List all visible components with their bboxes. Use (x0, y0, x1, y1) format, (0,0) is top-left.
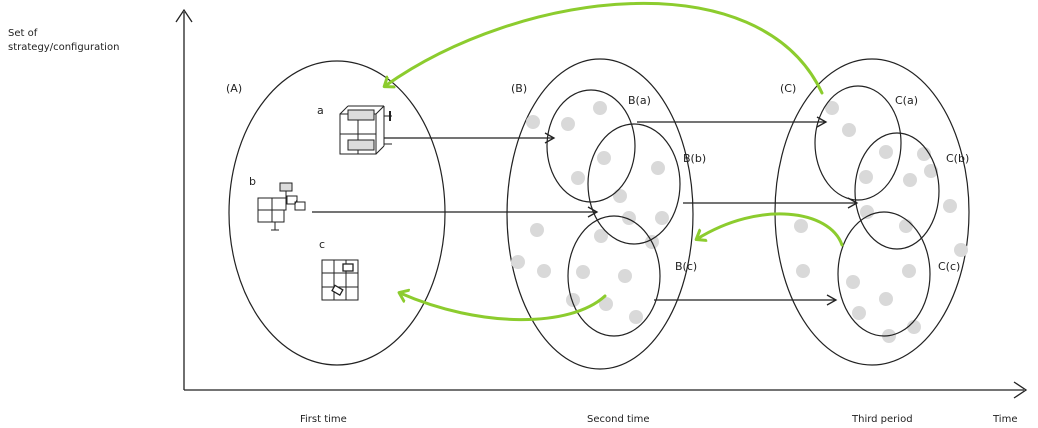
feedback-arrows (385, 2, 844, 322)
set-c-ellipse (774, 58, 970, 366)
y-axis-label-line2: strategy/configuration (8, 42, 119, 53)
population-dot (526, 115, 540, 129)
population-dot (907, 320, 921, 334)
feedback-arrow-c-to-a (385, 2, 824, 95)
set-a-label: (A) (226, 82, 242, 95)
set-c-label: (C) (780, 82, 796, 95)
axes (175, 8, 1028, 399)
population-dot (593, 101, 607, 115)
item-a-label: a (317, 104, 324, 117)
population-dot (594, 229, 608, 243)
population-dot (618, 269, 632, 283)
population-dot (852, 306, 866, 320)
subset-c-c-ellipse (837, 211, 931, 337)
population-dot (902, 264, 916, 278)
population-dot (561, 117, 575, 131)
configuration-c-icon (321, 259, 359, 301)
population-dot (879, 145, 893, 159)
transition-arrows (312, 116, 859, 306)
population-dot (597, 151, 611, 165)
population-dot (954, 243, 968, 257)
subset-b-a-label: B(a) (628, 94, 651, 107)
population-dot (860, 205, 874, 219)
population-dot (879, 292, 893, 306)
population-dot (903, 173, 917, 187)
subset-c-c-label: C(c) (938, 260, 960, 273)
population-dot (629, 310, 643, 324)
subset-b-a-ellipse (546, 89, 636, 203)
set-b-ellipse (506, 58, 694, 370)
population-dot (566, 293, 580, 307)
y-axis-label-line1: Set of (8, 28, 38, 39)
y-axis-arrowhead (175, 8, 193, 23)
population-dot (571, 171, 585, 185)
population-dot (842, 123, 856, 137)
subset-b-b-label: B(b) (683, 152, 706, 165)
population-dot (511, 255, 525, 269)
configuration-a-icon (339, 105, 392, 155)
x-axis-arrowhead (1013, 381, 1028, 399)
population-dot (651, 161, 665, 175)
subset-b-c-label: B(c) (675, 260, 697, 273)
population-dot (599, 297, 613, 311)
subset-b-c-ellipse (567, 215, 661, 337)
time-label-second: Second time (587, 414, 650, 425)
population-dot (576, 265, 590, 279)
population-dot (924, 164, 938, 178)
population-dot (655, 211, 669, 225)
item-b-label: b (249, 175, 256, 188)
item-c-label: c (319, 238, 325, 251)
population-dot (622, 211, 636, 225)
population-dot (794, 219, 808, 233)
population-dots (511, 101, 968, 343)
time-label-first: First time (300, 414, 347, 425)
population-dot (846, 275, 860, 289)
population-dot (537, 264, 551, 278)
x-axis-label: Time (992, 414, 1017, 425)
population-dot (943, 199, 957, 213)
subset-c-a-ellipse (814, 85, 902, 201)
set-a-ellipse (228, 60, 446, 366)
set-b-label: (B) (511, 82, 527, 95)
subset-c-b-label: C(b) (946, 152, 969, 165)
population-dot (613, 189, 627, 203)
population-dot (796, 264, 810, 278)
configuration-b-icon (257, 182, 306, 231)
population-dot (859, 170, 873, 184)
feedback-arrow-cc-to-bc (697, 212, 844, 247)
population-dot (530, 223, 544, 237)
time-label-third: Third period (851, 414, 913, 425)
feedback-arrow-bc-to-c (400, 293, 607, 322)
subset-b-b-ellipse (587, 123, 681, 245)
population-dot (899, 219, 913, 233)
population-dot (825, 101, 839, 115)
subset-c-a-label: C(a) (895, 94, 918, 107)
subset-c-b-ellipse (854, 132, 940, 250)
